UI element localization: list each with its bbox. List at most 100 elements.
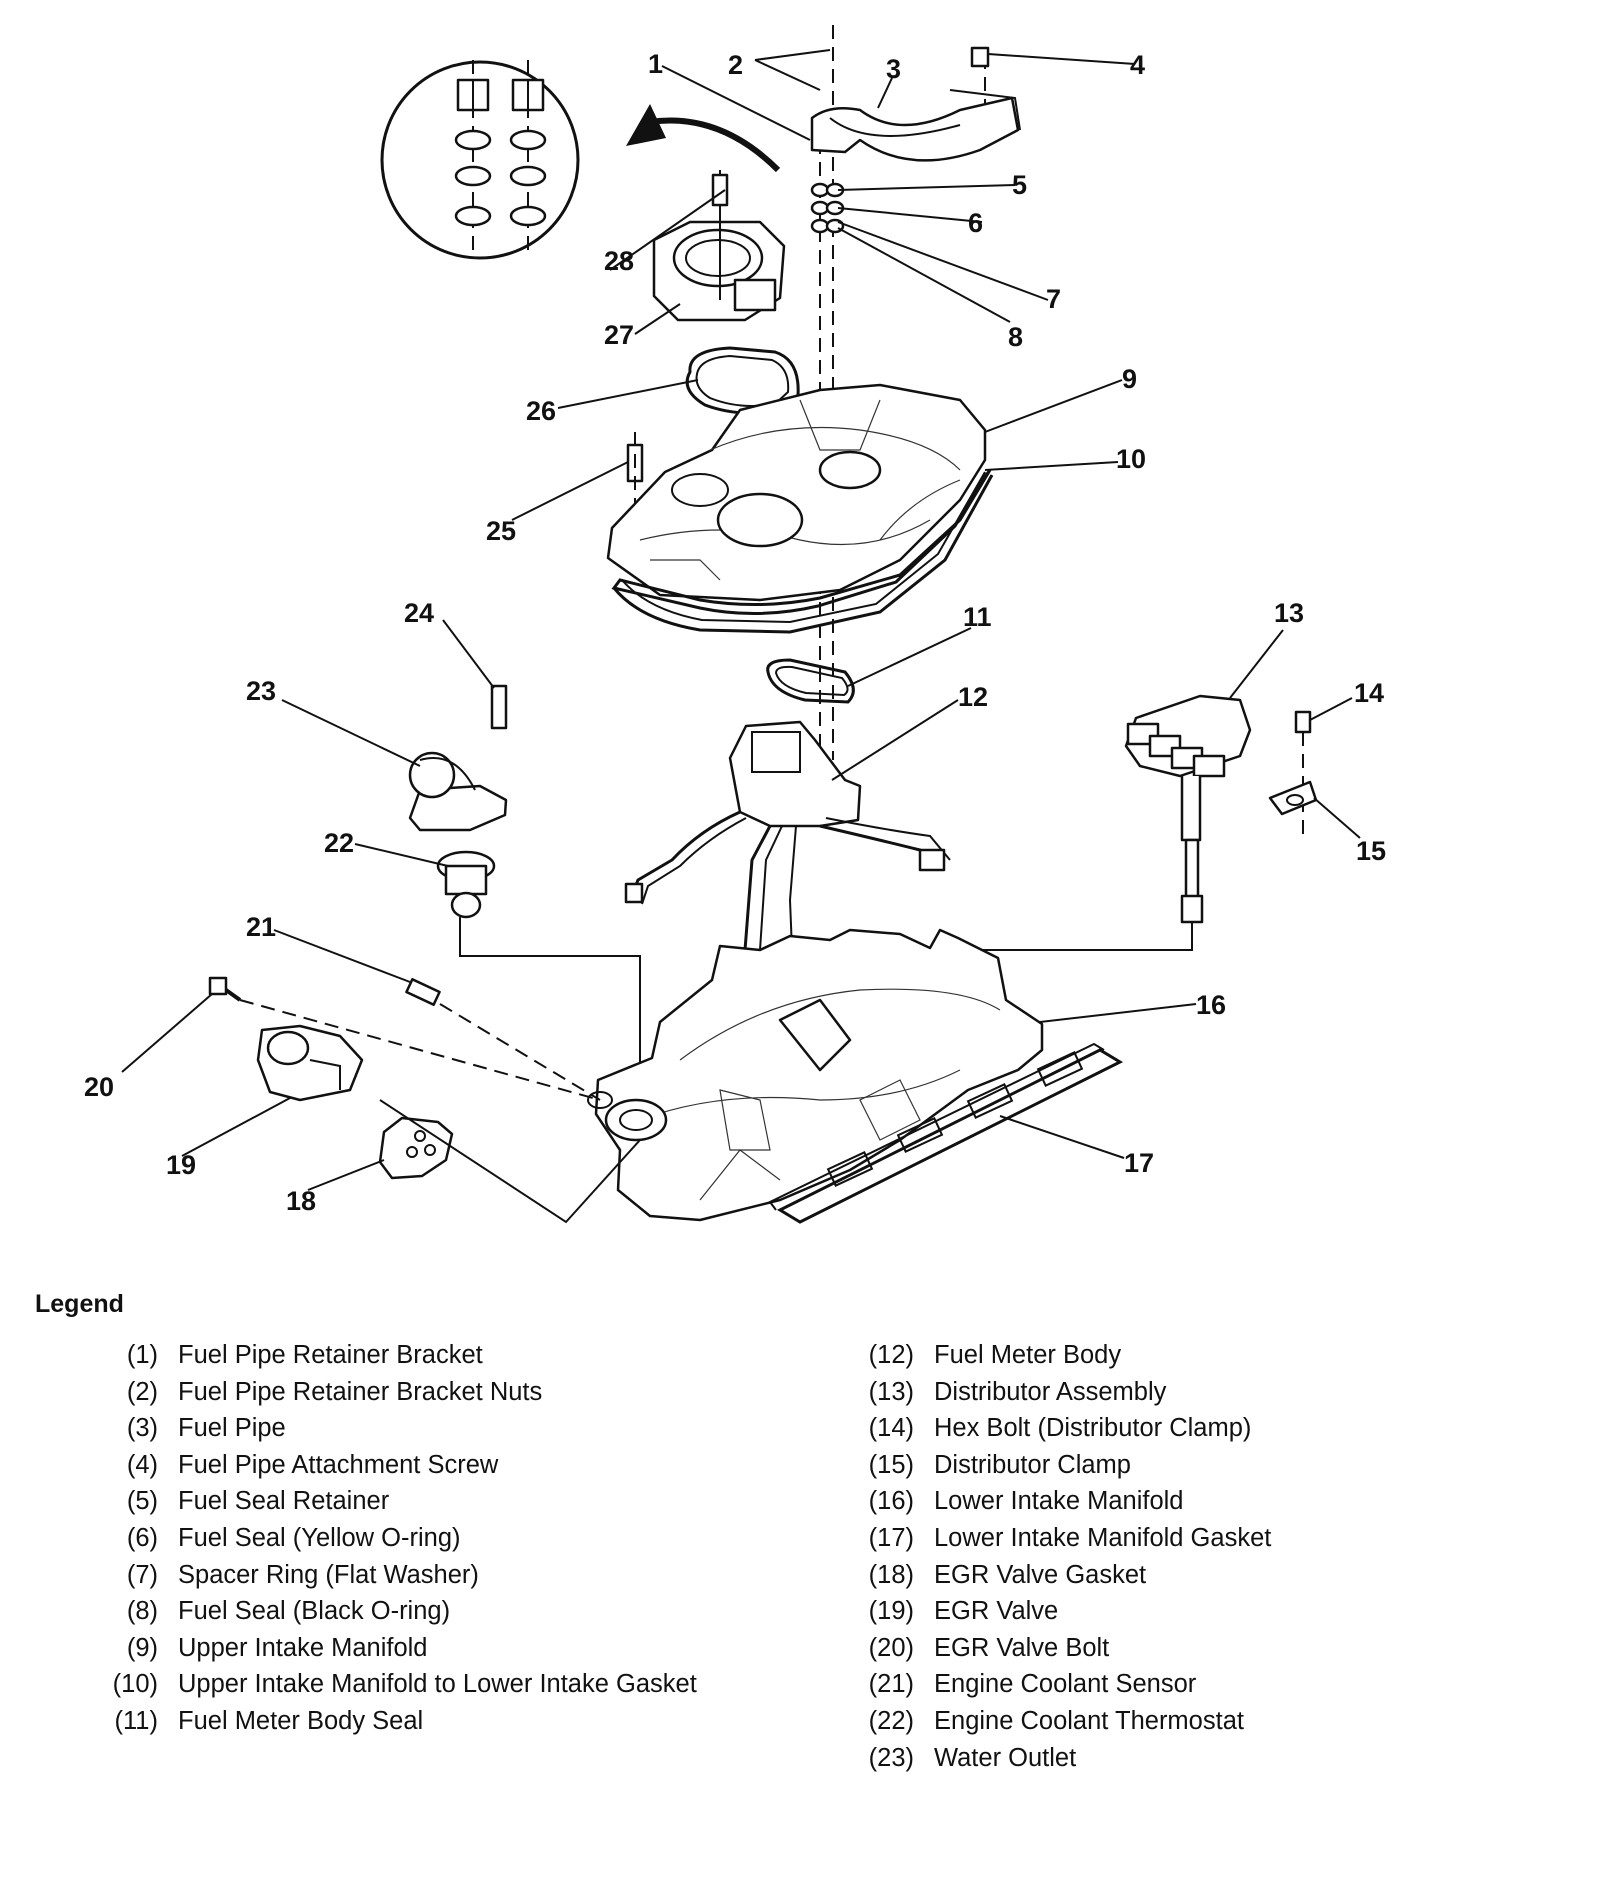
legend-number: (13)	[868, 1377, 914, 1406]
legend-item: (1)Fuel Pipe Retainer Bracket	[80, 1337, 700, 1374]
engine-coolant-sensor	[405, 978, 601, 1101]
legend-number: (11)	[114, 1706, 158, 1735]
legend-number: (10)	[112, 1670, 158, 1699]
detail-arrow	[626, 104, 781, 173]
callout-21: 21	[246, 912, 276, 942]
fuel-meter-body-seal	[766, 658, 855, 704]
callout-17: 17	[1124, 1148, 1154, 1178]
callout-5: 5	[1012, 170, 1027, 200]
callout-4: 4	[1130, 50, 1145, 80]
distributor-assembly	[1124, 694, 1252, 924]
callout-26: 26	[526, 396, 556, 426]
legend-text: Fuel Seal (Yellow O-ring)	[178, 1523, 461, 1552]
legend-number: (2)	[126, 1377, 158, 1406]
legend-text: Lower Intake Manifold Gasket	[934, 1523, 1272, 1552]
legend-text: EGR Valve Bolt	[934, 1633, 1110, 1662]
legend-number: (18)	[868, 1560, 914, 1589]
callout-27: 27	[604, 320, 634, 350]
egr-valve-gasket	[378, 1116, 454, 1180]
callout-8: 8	[1008, 322, 1023, 352]
legend-number: (4)	[126, 1450, 158, 1479]
detail-nut-left	[456, 78, 490, 112]
callout-numbers: 1 2 3 4 5 6 7 8 9 10 11 12 13 14 15 16 1…	[84, 49, 1386, 1216]
legend-text: Water Outlet	[934, 1743, 1077, 1772]
legend-number: (20)	[868, 1633, 914, 1662]
legend-number: (23)	[868, 1743, 914, 1772]
legend-text: Upper Intake Manifold	[178, 1633, 428, 1662]
legend-number: (15)	[868, 1450, 914, 1479]
legend-number: (22)	[868, 1706, 914, 1735]
legend-text: Fuel Meter Body	[934, 1341, 1122, 1369]
throttle-body	[652, 170, 786, 322]
legend-item: (19) EGR Valve	[836, 1593, 1536, 1630]
legend-text: Fuel Pipe Retainer Bracket Nuts	[178, 1377, 543, 1406]
legend-number: (8)	[126, 1597, 158, 1626]
callout-28: 28	[604, 246, 634, 276]
egr-valve	[256, 1024, 364, 1102]
legend-item: (12)Fuel Meter Body	[836, 1337, 1536, 1374]
legend-item: (21) Engine Coolant Sensor	[836, 1666, 1536, 1703]
detail-nut-right	[511, 78, 545, 112]
water-outlet	[408, 751, 508, 832]
callout-11: 11	[963, 602, 992, 632]
callout-20: 20	[84, 1072, 114, 1102]
callout-3: 3	[886, 54, 901, 84]
legend-number: (21)	[868, 1670, 914, 1699]
legend-item: (11)Fuel Meter Body Seal	[80, 1703, 700, 1740]
water-outlet-stud	[490, 684, 508, 730]
legend-item: (2) Fuel Pipe Retainer Bracket Nuts	[80, 1374, 700, 1411]
callout-1: 1	[648, 49, 663, 79]
legend-item: (5)Fuel Seal Retainer	[80, 1483, 700, 1520]
legend-number: (19)	[868, 1597, 914, 1626]
callout-12: 12	[958, 682, 988, 712]
legend-text: Upper Intake Manifold to Lower Intake Ga…	[178, 1670, 697, 1699]
hex-bolt-shape	[1294, 710, 1312, 734]
callout-25: 25	[486, 516, 516, 546]
callout-6: 6	[968, 208, 983, 238]
legend-item: (6) Fuel Seal (Yellow O-ring)	[80, 1520, 700, 1557]
legend-column-right: (12)Fuel Meter Body (13)Distributor Asse…	[836, 1337, 1536, 1776]
legend-number: (14)	[868, 1414, 914, 1443]
legend-item: (22)Engine Coolant Thermostat	[836, 1703, 1536, 1740]
attachment-screw-shape	[970, 46, 990, 68]
legend-text: Engine Coolant Sensor	[934, 1670, 1197, 1699]
callout-22: 22	[324, 828, 354, 858]
legend-number: (6)	[126, 1523, 158, 1552]
egr-valve-bolt	[208, 976, 242, 1002]
seal-stack-detail	[380, 60, 580, 260]
lower-intake-manifold	[587, 928, 1044, 1222]
exploded-view-diagram: 1 2 3 4 5 6 7 8 9 10 11 12 13 14 15 16 1…	[84, 25, 1386, 1224]
lower-intake-manifold-gasket	[768, 1042, 1124, 1224]
distributor-clamp	[1268, 780, 1318, 816]
legend-text: Lower Intake Manifold	[934, 1487, 1184, 1516]
legend-text: Fuel Seal Retainer	[178, 1487, 390, 1516]
legend-item: (13)Distributor Assembly	[836, 1374, 1536, 1411]
legend-item: (14)Hex Bolt (Distributor Clamp)	[836, 1410, 1536, 1447]
legend-item: (23) Water Outlet	[836, 1740, 1536, 1777]
legend-text: EGR Valve	[934, 1597, 1059, 1626]
legend-column-left: (1)Fuel Pipe Retainer Bracket (2) Fuel Pi…	[80, 1337, 700, 1740]
legend-item: (10) Upper Intake Manifold to Lower Intak…	[80, 1666, 700, 1703]
callout-2: 2	[728, 50, 743, 80]
legend-number: (7)	[126, 1560, 158, 1589]
legend-number: (9)	[126, 1633, 158, 1662]
legend-item: (15) Distributor Clamp	[836, 1447, 1536, 1484]
legend-item: (7)Spacer Ring (Flat Washer)	[80, 1557, 700, 1594]
callout-16: 16	[1196, 990, 1226, 1020]
legend-number: (1)	[126, 1341, 158, 1369]
legend-item: (16)Lower Intake Manifold	[836, 1483, 1536, 1520]
fuel-meter-body	[624, 720, 951, 951]
legend-number: (3)	[126, 1414, 158, 1443]
callout-18: 18	[286, 1186, 316, 1216]
callout-14: 14	[1354, 678, 1384, 708]
callout-9: 9	[1122, 364, 1137, 394]
stud-shape	[711, 173, 729, 207]
legend-text: Fuel Pipe	[178, 1414, 286, 1443]
legend-title: Legend	[35, 1290, 124, 1318]
callout-24: 24	[404, 598, 434, 628]
engine-coolant-thermostat	[436, 850, 496, 950]
legend-text: Fuel Pipe Attachment Screw	[178, 1450, 499, 1479]
legend-item: (20) EGR Valve Bolt	[836, 1630, 1536, 1667]
legend-text: Distributor Clamp	[934, 1450, 1131, 1479]
leader-lines	[121, 49, 1361, 1191]
